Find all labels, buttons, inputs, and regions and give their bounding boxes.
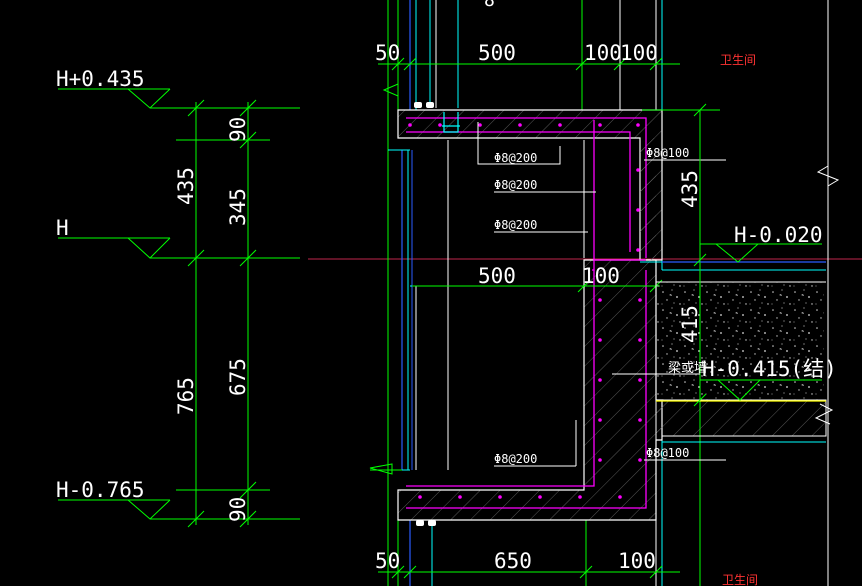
triangle-icon	[382, 83, 399, 97]
rebar-leaders	[477, 122, 726, 467]
rebar-label-5: Φ8@100	[646, 146, 689, 160]
room-label-top: 卫生间	[720, 53, 756, 67]
rebar-label-3: Φ8@200	[494, 218, 537, 232]
left-dimensions	[176, 99, 270, 528]
rebar-label-2: Φ8@200	[494, 178, 537, 192]
anchor-symbols	[414, 102, 436, 526]
dim-right-0: 435	[678, 170, 702, 208]
drain-symbol	[442, 112, 460, 133]
room-label-bottom: 卫生间	[722, 573, 758, 586]
beam-label: 梁或墙	[668, 361, 707, 376]
elevation-top: H+0.435	[56, 67, 300, 109]
rebar-label-6: Φ8@100	[646, 446, 689, 460]
elevation-structure-label: H-0.415(结)	[702, 357, 837, 381]
rebar-labels: Φ8@200 Φ8@200 Φ8@200 Φ8@200 Φ8@100 Φ8@10…	[494, 146, 689, 466]
dim-right-lower-0: 415	[678, 305, 702, 343]
dim-left-inner-2: 675	[226, 358, 250, 396]
dim-left-outer-0: 435	[174, 167, 198, 205]
elevation-markers-left: H+0.435 H H-0.765	[56, 67, 300, 520]
top-clipped-number: 8	[484, 0, 495, 11]
zigzag-icon	[814, 160, 840, 425]
dim-bottom-1: 650	[494, 549, 532, 573]
dim-left-inner-0: 90	[226, 117, 250, 142]
beam-annotation: 梁或墙	[612, 361, 707, 376]
dim-left-inner-1: 345	[226, 188, 250, 226]
rebar	[406, 117, 647, 509]
elevation-bottom-label: H-0.765	[56, 478, 145, 502]
elevation-floor-label: H	[56, 216, 69, 240]
top-dimensions: 50 500 100 100	[375, 41, 680, 71]
rebar-dots	[408, 123, 642, 499]
dim-top-0: 50	[375, 41, 400, 65]
elevation-structure: H-0.415(结)	[700, 357, 837, 401]
rebar-label-1: Φ8@200	[494, 151, 537, 165]
concrete-section	[397, 109, 663, 521]
dim-top-2: 100	[584, 41, 622, 65]
dim-top-1: 500	[478, 41, 516, 65]
wall-and-bottom-slab	[397, 259, 663, 521]
elevation-bottom: H-0.765	[56, 478, 300, 520]
triangle-icon	[715, 243, 759, 263]
bottom-dimensions: 50 650 100	[375, 549, 680, 579]
right-dimensions: 435 415	[642, 103, 720, 407]
dim-bottom-2: 100	[618, 549, 656, 573]
triangle-icon	[127, 237, 171, 259]
elevation-finish: H-0.020	[700, 223, 823, 263]
triangle-icon	[127, 88, 171, 109]
right-structure	[640, 261, 827, 443]
dim-middle-1: 100	[582, 264, 620, 288]
triangle-icon	[127, 499, 171, 520]
dim-left-inner-3: 90	[226, 497, 250, 522]
structural-slab	[655, 399, 827, 441]
rebar-label-4: Φ8@200	[494, 452, 537, 466]
inner-wall-lines	[388, 140, 585, 471]
triangle-icon	[717, 379, 761, 401]
elevation-top-label: H+0.435	[56, 67, 145, 91]
dim-middle-0: 500	[478, 264, 516, 288]
triangle-icon	[369, 463, 393, 475]
elevation-floor: H	[56, 216, 300, 259]
dim-left-outer-1: 765	[174, 377, 198, 415]
left-dimension-text: 435 765 90 345 675 90	[174, 117, 250, 522]
elevation-finish-label: H-0.020	[734, 223, 823, 247]
dim-bottom-0: 50	[375, 549, 400, 573]
dim-top-3: 100	[620, 41, 658, 65]
